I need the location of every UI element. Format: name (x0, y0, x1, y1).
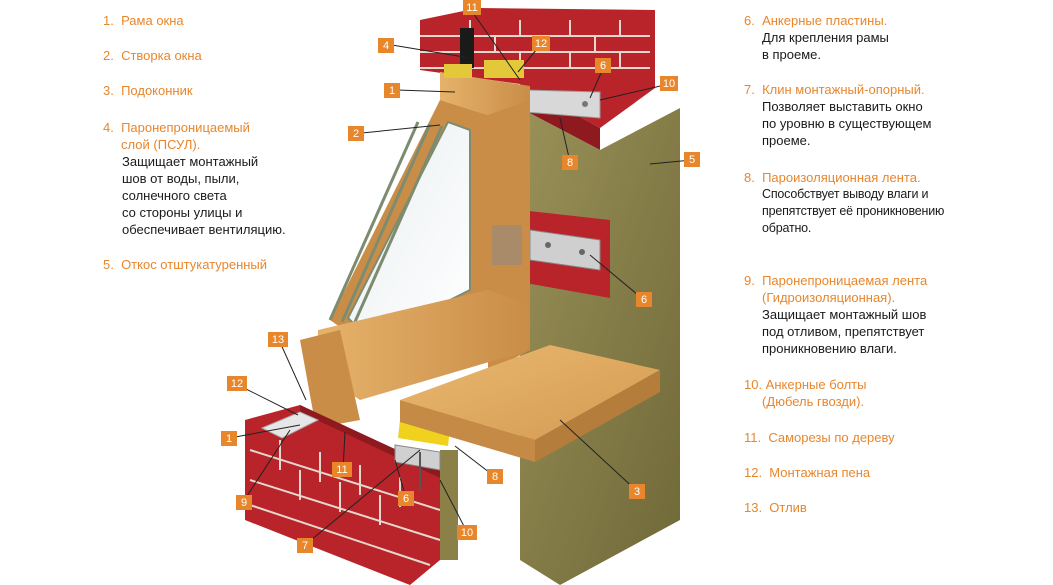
callout-badges: 11 12 4 6 10 1 2 8 5 6 13 12 1 11 8 3 9 … (221, 0, 700, 553)
callout-badge-13 (268, 332, 288, 347)
callout-badge-11-bottom (332, 462, 352, 477)
legend-item-6: 6. Анкерные пластины. Для крепления рамы… (744, 12, 889, 63)
legend-item-3: 3. Подоконник (103, 82, 193, 99)
legend-heading: 9. Паронепроницаемая лента (Гидроизоляци… (744, 273, 928, 305)
legend-item-13: 13. Отлив (744, 499, 807, 516)
callout-badge-3 (629, 484, 645, 499)
callout-badge-1-top (384, 83, 400, 98)
legend-description: Защищает монтажный шов от воды, пыли, со… (122, 154, 286, 237)
legend-heading: 6. Анкерные пластины. (744, 13, 888, 28)
legend-item-1: 1. Рама окна (103, 12, 184, 29)
legend-heading: 13. Отлив (744, 500, 807, 515)
legend-heading: 4. Паронепроницаемый слой (ПСУЛ). (103, 120, 250, 152)
legend-heading: 3. Подоконник (103, 83, 193, 98)
legend-description: Для крепления рамы в проеме. (762, 30, 889, 62)
window-sash (300, 100, 530, 428)
svg-text:12: 12 (535, 38, 547, 50)
callout-badge-11-top (463, 0, 481, 15)
callout-badge-6-bottom (398, 491, 414, 506)
callout-badge-12-top (532, 36, 550, 51)
legend-heading: 2. Створка окна (103, 48, 202, 63)
svg-text:1: 1 (389, 85, 395, 97)
callout-badge-6-mid (636, 292, 652, 307)
flashing-drip (260, 411, 320, 439)
legend-item-10: 10. Анкерные болты (Дюбель гвозди). (744, 376, 866, 410)
svg-text:10: 10 (461, 527, 473, 539)
svg-text:8: 8 (567, 157, 573, 169)
svg-text:11: 11 (336, 464, 347, 476)
callout-badge-9 (236, 495, 252, 510)
legend-item-9: 9. Паронепроницаемая лента (Гидроизоляци… (744, 272, 927, 357)
svg-text:6: 6 (641, 294, 647, 306)
svg-text:9: 9 (241, 497, 247, 509)
callout-badge-10-bottom (457, 525, 477, 540)
legend-item-7: 7. Клин монтажный-опорный. Позволяет выс… (744, 81, 931, 149)
svg-text:2: 2 (353, 128, 359, 140)
legend-heading: 8. Пароизоляционная лента. (744, 170, 921, 185)
callout-badge-8-bottom (487, 469, 503, 484)
legend-item-4: 4. Паронепроницаемый слой (ПСУЛ). Защища… (103, 119, 286, 238)
svg-text:10: 10 (663, 78, 675, 90)
svg-text:13: 13 (272, 334, 284, 346)
legend-description: Способствует выводу влаги и препятствует… (762, 187, 945, 235)
legend-heading: 10. Анкерные болты (Дюбель гвозди). (744, 377, 867, 409)
window-sill-board (400, 345, 660, 462)
svg-text:11: 11 (466, 2, 477, 14)
legend-heading: 7. Клин монтажный-опорный. (744, 82, 925, 97)
svg-text:6: 6 (600, 60, 606, 72)
anchor-plate-bottom (394, 444, 441, 490)
legend-item-11: 11. Саморезы по дереву (744, 429, 895, 446)
callout-badge-12-bottom (227, 376, 247, 391)
svg-text:7: 7 (302, 540, 308, 552)
legend-heading: 12. Монтажная пена (744, 465, 871, 480)
callout-badge-5 (684, 152, 700, 167)
callout-badge-10-top (660, 76, 678, 91)
legend-item-12: 12. Монтажная пена (744, 464, 870, 481)
callout-badge-6-top (595, 58, 611, 73)
anchor-plate-mid (520, 210, 610, 298)
callout-badge-1-bottom (221, 431, 237, 446)
legend-item-2: 2. Створка окна (103, 47, 202, 64)
legend-heading: 11. Саморезы по дереву (744, 430, 895, 445)
callout-badge-2 (348, 126, 364, 141)
svg-text:12: 12 (231, 378, 243, 390)
svg-text:5: 5 (689, 154, 695, 166)
legend-heading: 5. Откос отштукатуренный (103, 257, 268, 272)
leader-lines (229, 9, 693, 546)
callout-badge-8-top (562, 155, 578, 170)
legend-description: Защищает монтажный шов под отливом, преп… (762, 307, 927, 356)
callout-badge-4 (378, 38, 394, 53)
svg-text:3: 3 (634, 486, 640, 498)
callout-badge-7 (297, 538, 313, 553)
svg-text:1: 1 (226, 433, 232, 445)
svg-text:6: 6 (403, 493, 409, 505)
legend-item-8: 8. Пароизоляционная лента. Способствует … (744, 169, 944, 237)
legend-heading: 1. Рама окна (103, 13, 184, 28)
legend-item-5: 5. Откос отштукатуренный (103, 256, 267, 273)
svg-text:4: 4 (383, 40, 389, 52)
svg-text:8: 8 (492, 471, 498, 483)
plaster-reveal (520, 108, 680, 585)
legend-description: Позволяет выставить окно по уровню в сущ… (762, 99, 932, 148)
